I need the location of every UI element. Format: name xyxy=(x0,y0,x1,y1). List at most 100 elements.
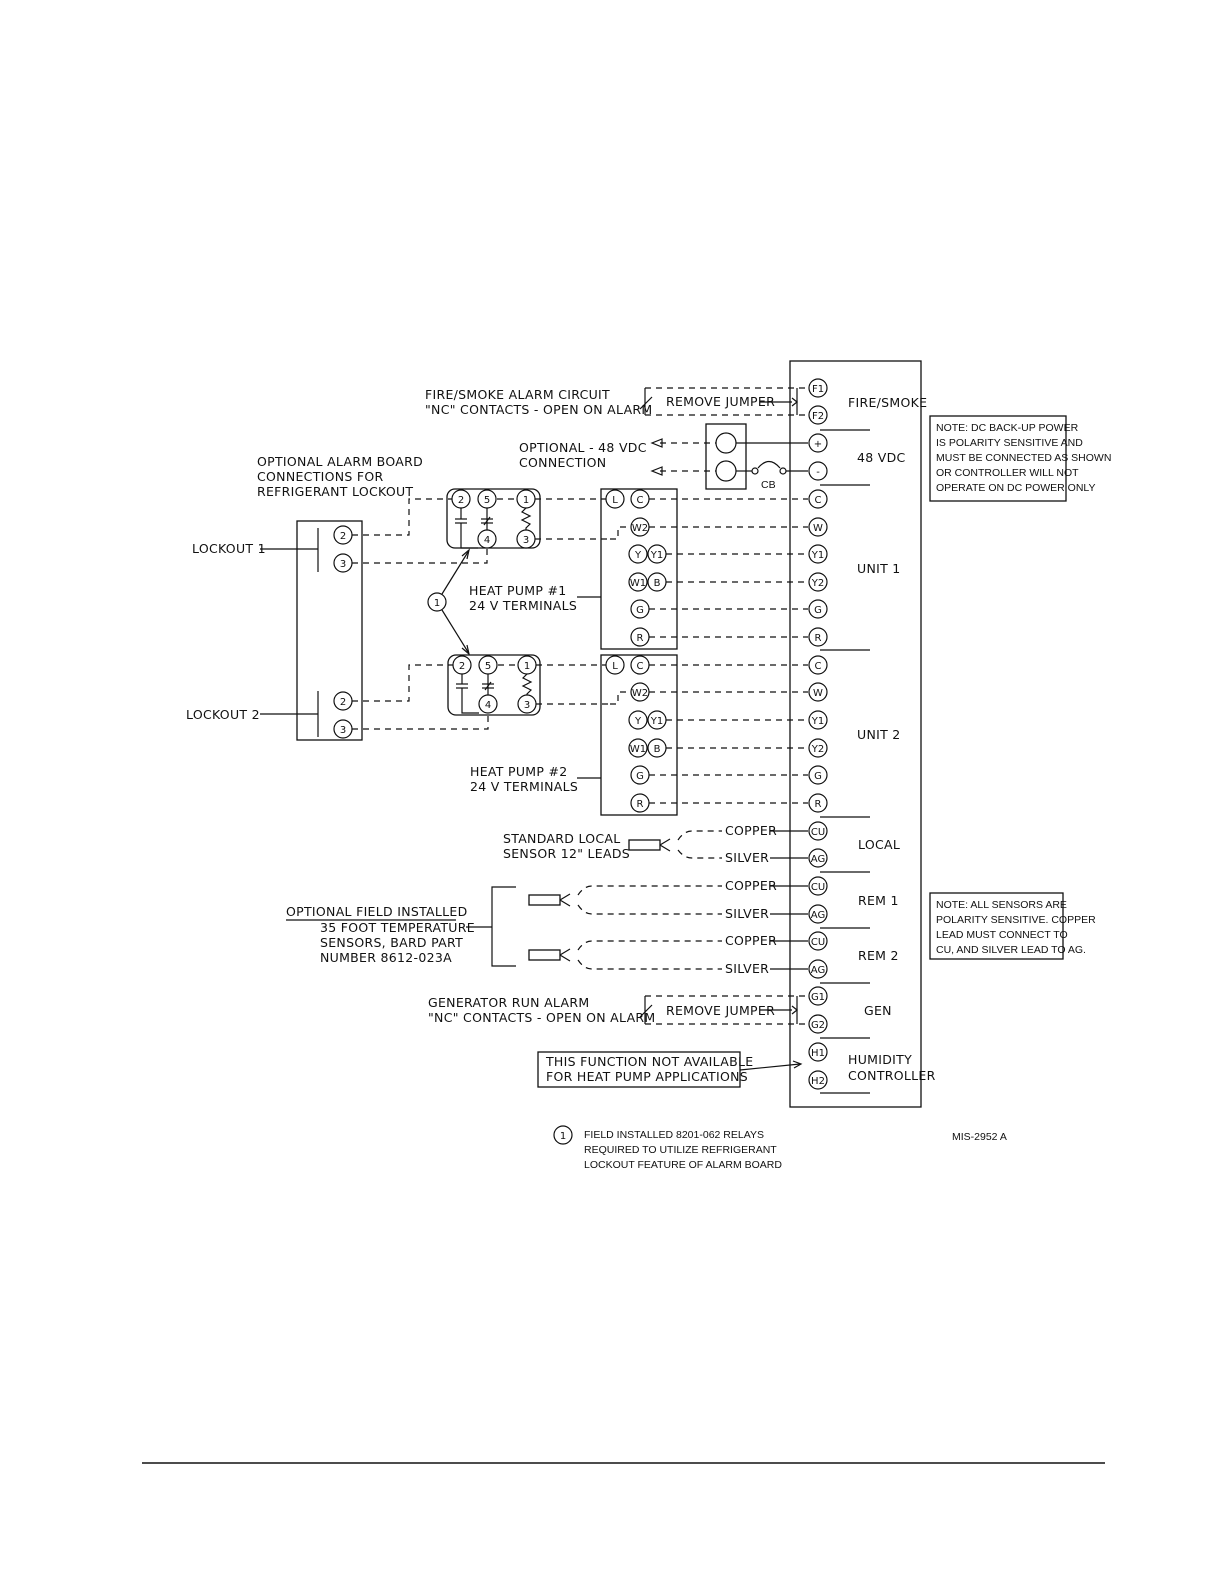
u2-terminal-y2: Y2 xyxy=(811,744,824,755)
u2-terminal-r: R xyxy=(815,799,822,810)
heat-pump2-label-2: 24 V TERMINALS xyxy=(470,779,578,794)
hp2-terminal-g: G xyxy=(636,771,644,782)
dc-power-circuit: OPTIONAL - 48 VDC CONNECTION CB xyxy=(519,423,808,491)
fire-alarm-label-1: FIRE/SMOKE ALARM CIRCUIT xyxy=(425,387,610,402)
hp2-terminal-y: Y xyxy=(634,716,642,727)
hp2-terminal-c: C xyxy=(637,661,644,672)
u2-terminal-w: W xyxy=(813,688,823,699)
note1-line5: OPERATE ON DC POWER ONLY xyxy=(936,482,1095,494)
footnote-marker: 1 xyxy=(560,1131,566,1142)
u1-terminal-c: C xyxy=(815,495,822,506)
section-fire-smoke: FIRE/SMOKE xyxy=(848,395,927,410)
rem1-terminal-cu: CU xyxy=(811,882,825,893)
hum-terminal-h1: H1 xyxy=(811,1048,825,1059)
hp2-terminal-b: B xyxy=(654,744,661,755)
lockout1-label: LOCKOUT 1 xyxy=(192,541,266,556)
u2-terminal-c: C xyxy=(815,661,822,672)
remove-jumper-gen-label: REMOVE JUMPER xyxy=(666,1003,775,1018)
u1-terminal-y2: Y2 xyxy=(811,578,824,589)
relay2-pin-1: 1 xyxy=(524,661,530,672)
section-local: LOCAL xyxy=(858,837,900,852)
local-sensor: STANDARD LOCAL SENSOR 12" LEADS COPPER S… xyxy=(503,823,808,865)
footnote-line2: REQUIRED TO UTILIZE REFRIGERANT xyxy=(584,1144,777,1156)
relay2-pin-4: 4 xyxy=(485,700,491,711)
note2-line1: NOTE: ALL SENSORS ARE xyxy=(936,899,1067,911)
gen-terminal-g2: G2 xyxy=(811,1020,825,1031)
footnote-callout: 1 xyxy=(427,548,470,656)
note-sensors: NOTE: ALL SENSORS ARE POLARITY SENSITIVE… xyxy=(929,892,1096,960)
note2-line3: LEAD MUST CONNECT TO xyxy=(936,929,1068,941)
fire-smoke-circuit: FIRE/SMOKE ALARM CIRCUIT "NC" CONTACTS -… xyxy=(425,387,808,417)
gen-alarm-label-1: GENERATOR RUN ALARM xyxy=(428,995,589,1010)
relay2-pin-2: 2 xyxy=(459,661,465,672)
local-terminal-cu: CU xyxy=(811,827,825,838)
hp1-terminal-w2: W2 xyxy=(632,523,648,534)
relay2-pin-5: 5 xyxy=(485,661,491,672)
hp1-terminal-b: B xyxy=(654,578,661,589)
lockout2-terminal-2: 2 xyxy=(340,697,346,708)
terminal-minus: - xyxy=(816,467,820,478)
note2-line2: POLARITY SENSITIVE. COPPER xyxy=(936,914,1096,926)
hp1-terminal-y: Y xyxy=(634,550,642,561)
section-rem2: REM 2 xyxy=(858,948,899,963)
field-sensors: OPTIONAL FIELD INSTALLED 35 FOOT TEMPERA… xyxy=(286,878,808,976)
local-silver-label: SILVER xyxy=(725,850,769,865)
heat-pump1-label-2: 24 V TERMINALS xyxy=(469,598,577,613)
relay2-pin-3: 3 xyxy=(524,700,530,711)
lockout2-terminal-3: 3 xyxy=(340,725,346,736)
field-sensor-label-1: OPTIONAL FIELD INSTALLED xyxy=(286,904,468,919)
alarm-board: OPTIONAL ALARM BOARD CONNECTIONS FOR REF… xyxy=(186,454,423,741)
hp1-terminal-r: R xyxy=(637,633,644,644)
rem2-silver-label: SILVER xyxy=(725,961,769,976)
hp1-terminal-y1: Y1 xyxy=(650,550,663,561)
gen-alarm-label-2: "NC" CONTACTS - OPEN ON ALARM xyxy=(428,1010,656,1025)
generator-circuit: GENERATOR RUN ALARM "NC" CONTACTS - OPEN… xyxy=(428,995,808,1025)
unit1-wiring xyxy=(649,498,808,638)
section-unit2: UNIT 2 xyxy=(857,727,901,742)
controller-panel: FIRE/SMOKE 48 VDC UNIT 1 UNIT 2 LOCAL RE… xyxy=(789,360,935,1108)
hp2-terminal-w1: W1 xyxy=(630,744,646,755)
u2-terminal-y1: Y1 xyxy=(811,716,824,727)
section-unit1: UNIT 1 xyxy=(857,561,901,576)
heat-pump2-label-1: HEAT PUMP #2 xyxy=(470,764,568,779)
footnote-line3: LOCKOUT FEATURE OF ALARM BOARD xyxy=(584,1159,782,1171)
footnote: 1 FIELD INSTALLED 8201-062 RELAYS REQUIR… xyxy=(553,1125,1007,1171)
callout-marker: 1 xyxy=(434,598,440,609)
hp1-terminal-c: C xyxy=(637,495,644,506)
alarm-board-label-3: REFRIGERANT LOCKOUT xyxy=(257,484,413,499)
note2-line4: CU, AND SILVER LEAD TO AG. xyxy=(936,944,1086,956)
relay1-pin-5: 5 xyxy=(484,495,490,506)
note1-line2: IS POLARITY SENSITIVE AND xyxy=(936,437,1083,449)
note-dc-power: NOTE: DC BACK-UP POWER IS POLARITY SENSI… xyxy=(929,415,1111,502)
hp2-terminal-r: R xyxy=(637,799,644,810)
heat-pump1-label-1: HEAT PUMP #1 xyxy=(469,583,567,598)
optional-48vdc-label-1: OPTIONAL - 48 VDC xyxy=(519,440,647,455)
gen-terminal-g1: G1 xyxy=(811,992,825,1003)
note1-line1: NOTE: DC BACK-UP POWER xyxy=(936,422,1079,434)
hp1-terminal-l: L xyxy=(612,495,618,506)
rem1-copper-label: COPPER xyxy=(725,878,777,893)
terminal-plus: + xyxy=(814,439,822,450)
unit2-wiring xyxy=(649,664,808,804)
u1-terminal-w: W xyxy=(813,523,823,534)
relay-1: 2 5 1 4 3 xyxy=(446,488,541,549)
lockout2-label: LOCKOUT 2 xyxy=(186,707,260,722)
hum-terminal-h2: H2 xyxy=(811,1076,825,1087)
section-gen: GEN xyxy=(864,1003,892,1018)
rem2-copper-label: COPPER xyxy=(725,933,777,948)
section-48vdc: 48 VDC xyxy=(857,450,906,465)
rem1-silver-label: SILVER xyxy=(725,906,769,921)
field-sensor-label-3: SENSORS, BARD PART xyxy=(320,935,463,950)
rem2-terminal-ag: AG xyxy=(811,965,825,976)
note1-line4: OR CONTROLLER WILL NOT xyxy=(936,467,1079,479)
humidity-not-available: THIS FUNCTION NOT AVAILABLE FOR HEAT PUM… xyxy=(537,1051,803,1088)
u1-terminal-y1: Y1 xyxy=(811,550,824,561)
hp2-terminal-w2: W2 xyxy=(632,688,648,699)
optional-48vdc-label-2: CONNECTION xyxy=(519,455,606,470)
terminal-f2: F2 xyxy=(812,411,824,422)
std-sensor-label-1: STANDARD LOCAL xyxy=(503,831,621,846)
not-available-line2: FOR HEAT PUMP APPLICATIONS xyxy=(546,1069,748,1084)
section-rem1: REM 1 xyxy=(858,893,899,908)
circuit-breaker-label: CB xyxy=(761,479,776,491)
u2-terminal-g: G xyxy=(814,771,822,782)
